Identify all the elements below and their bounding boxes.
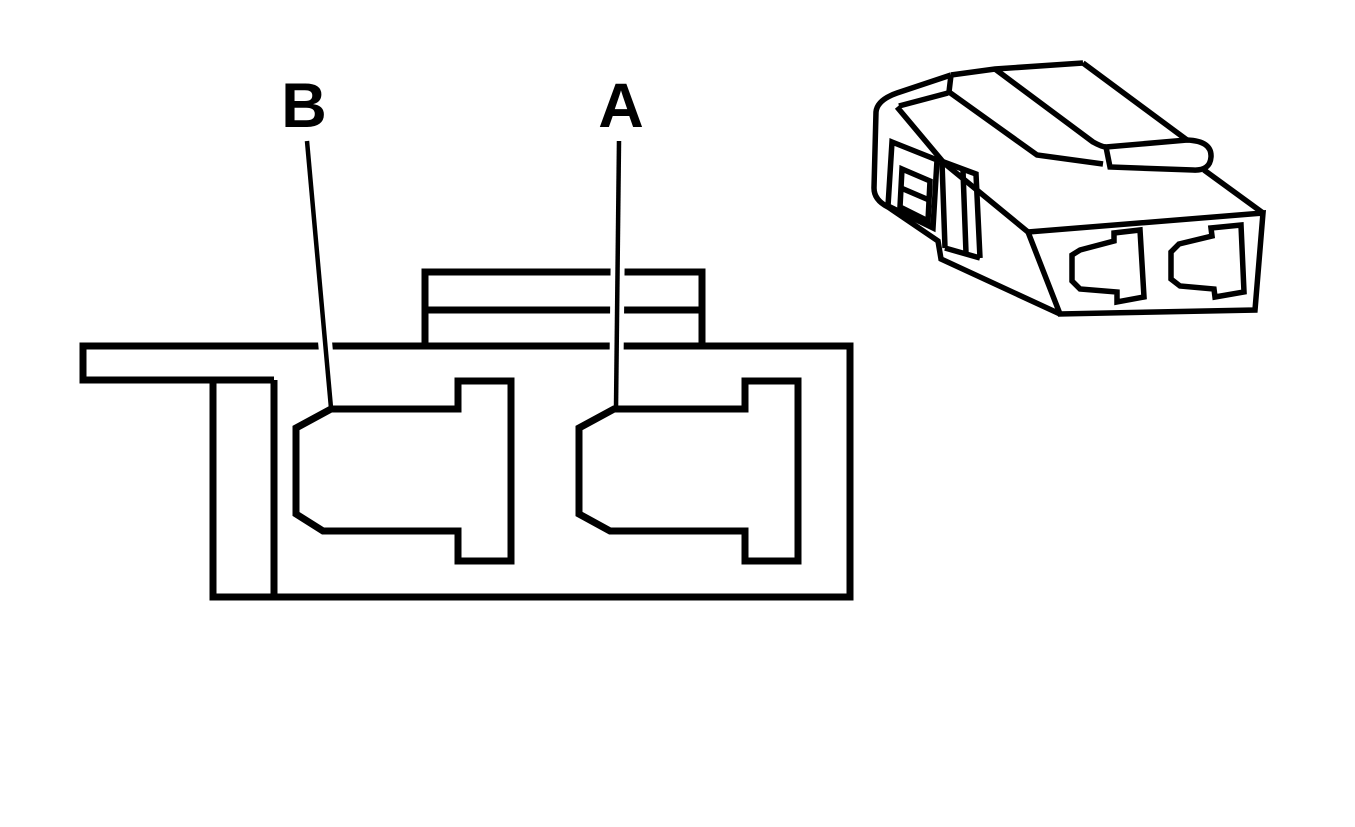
terminal-labels: B A — [281, 71, 644, 141]
iso-lid-left-flap — [946, 74, 1104, 167]
front-view-housing-outline — [79, 342, 854, 601]
leader-line-b — [304, 140, 334, 409]
iso-view — [871, 60, 1267, 317]
iso-nose-to-face-edge — [1202, 167, 1265, 216]
terminal-cavity-b — [292, 377, 515, 565]
leader-lines — [300, 140, 626, 409]
iso-cavity-left — [1069, 226, 1147, 306]
leader-line-a — [613, 140, 622, 409]
iso-latch-frame-rung — [899, 185, 931, 203]
iso-lid-back-edge — [950, 60, 1084, 78]
iso-cavity-right — [1168, 221, 1247, 301]
iso-latch-frame-outer — [885, 138, 940, 233]
iso-lid-right-edge — [1081, 60, 1189, 143]
iso-back-inner-edge — [898, 90, 949, 109]
iso-lid-front-ridge — [993, 66, 1107, 150]
iso-latch-block — [939, 158, 983, 261]
iso-latch-frame-inner — [897, 164, 933, 226]
terminal-label-b: B — [281, 71, 327, 141]
front-view-inner-wall — [213, 376, 278, 597]
terminal-label-a: A — [598, 71, 644, 141]
terminal-cavity-a — [575, 377, 802, 565]
front-view-cavities — [292, 377, 802, 565]
front-view — [79, 268, 854, 601]
iso-lid-nose — [1102, 137, 1214, 173]
iso-front-face — [1024, 209, 1267, 317]
